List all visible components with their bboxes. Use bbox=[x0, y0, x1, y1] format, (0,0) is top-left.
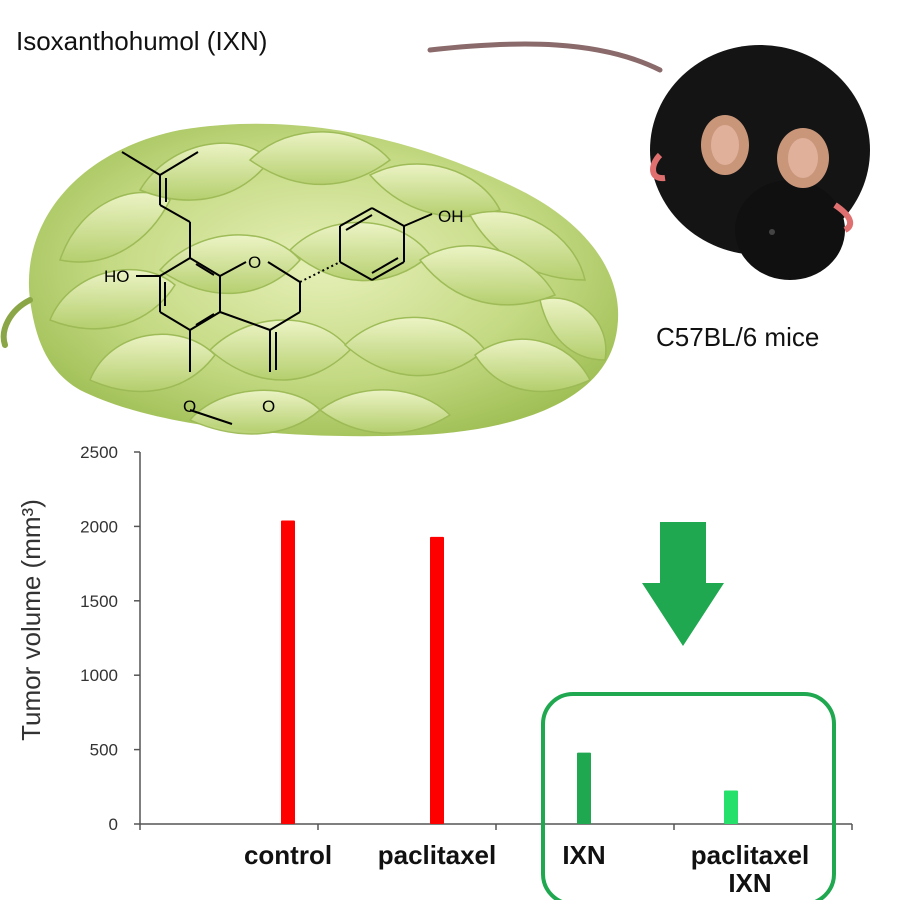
y-tick-label: 1500 bbox=[80, 592, 118, 611]
y-tick-label: 0 bbox=[109, 815, 118, 834]
x-category-label: control bbox=[244, 840, 332, 870]
y-tick-label: 500 bbox=[90, 741, 118, 760]
x-category-label: IXN bbox=[728, 868, 771, 898]
bar-paclitaxel bbox=[430, 536, 444, 824]
x-category-label: paclitaxel bbox=[691, 840, 810, 870]
molecule-labels: OH HO O O O bbox=[104, 207, 464, 416]
y-tick-label: 2500 bbox=[80, 443, 118, 462]
molecule-structure bbox=[121, 151, 433, 425]
chart-axes: 0 500 1000 1500 2000 2500 bbox=[80, 443, 853, 834]
y-tick-label: 2000 bbox=[80, 517, 118, 536]
hop-cone-image bbox=[0, 123, 619, 437]
y-axis-label: Tumor volume (mm³) bbox=[16, 499, 46, 741]
mice-strain-label: C57BL/6 mice bbox=[656, 322, 820, 352]
bar-paclitaxel-ixn bbox=[724, 790, 738, 824]
x-category-label: paclitaxel bbox=[378, 840, 497, 870]
mouse-image bbox=[427, 41, 870, 280]
x-category-label: IXN bbox=[562, 840, 605, 870]
ring-oxygen-label: O bbox=[248, 253, 261, 272]
y-tick-label: 1000 bbox=[80, 666, 118, 685]
hydroxyl-label-b-ring: OH bbox=[438, 207, 464, 226]
down-arrow-icon bbox=[642, 522, 724, 646]
highlight-box bbox=[541, 692, 836, 900]
bar-control bbox=[281, 520, 295, 824]
chart-bars bbox=[281, 520, 738, 824]
ketone-oxygen-label: O bbox=[262, 397, 275, 416]
methoxy-oxygen-label: O bbox=[183, 397, 196, 416]
bar-ixn bbox=[577, 752, 591, 824]
compound-title: Isoxanthohumol (IXN) bbox=[16, 26, 268, 56]
hydroxyl-label-a-ring: HO bbox=[104, 267, 130, 286]
